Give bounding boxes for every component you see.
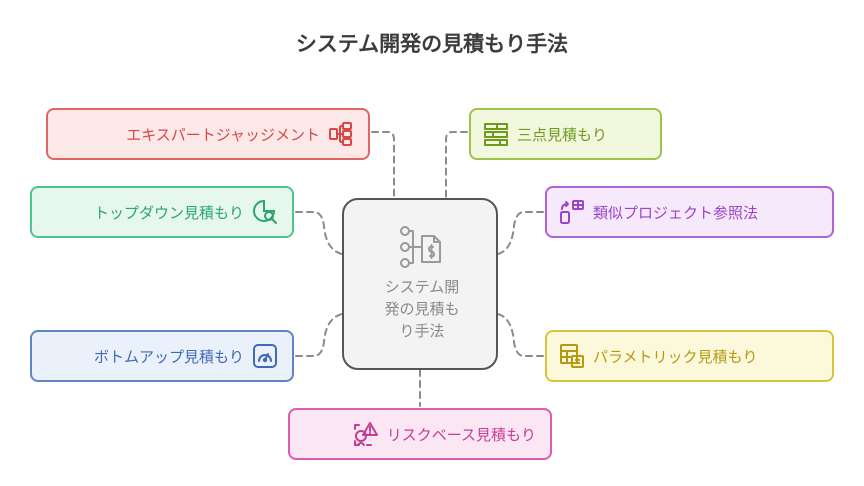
- method-risk-based[interactable]: リスクベース見積もり: [288, 408, 552, 460]
- method-top-down[interactable]: トップダウン見積もり: [30, 186, 294, 238]
- connector-three-point: [445, 131, 468, 199]
- compare-phone-icon: [560, 200, 584, 224]
- method-analogous[interactable]: 類似プロジェクト参照法: [545, 186, 834, 238]
- hierarchy-list-icon: [329, 122, 352, 146]
- connector-expert: [371, 131, 395, 199]
- method-label: ボトムアップ見積もり: [93, 347, 244, 366]
- connector-top-down: [295, 211, 343, 255]
- method-label: トップダウン見積もり: [93, 203, 244, 222]
- table-document-icon: [560, 344, 584, 368]
- method-parametric[interactable]: パラメトリック見積もり: [545, 330, 834, 382]
- center-node[interactable]: システム開 発の見積も り手法: [342, 198, 498, 370]
- method-label: リスクベース見積もり: [386, 425, 536, 444]
- center-label: システム開 発の見積も り手法: [384, 278, 460, 340]
- method-label: 類似プロジェクト参照法: [593, 203, 759, 222]
- method-label: 三点見積もり: [517, 125, 608, 144]
- gauge-icon: [253, 344, 277, 368]
- method-bottom-up[interactable]: ボトムアップ見積もり: [30, 330, 294, 382]
- method-expert-judgment[interactable]: エキスパートジャッジメント: [46, 108, 370, 160]
- method-label: エキスパートジャッジメント: [126, 125, 320, 144]
- estimate-flow-icon: [400, 226, 441, 268]
- risk-warning-icon: [353, 422, 378, 446]
- search-chart-icon: [253, 200, 277, 224]
- page-title: システム開発の見積もり手法: [295, 32, 569, 56]
- connector-bottom-up: [295, 313, 343, 357]
- connector-analogous: [497, 211, 544, 255]
- connector-parametric: [497, 313, 544, 357]
- method-three-point[interactable]: 三点見積もり: [469, 108, 662, 160]
- bar-list-icon: [484, 123, 508, 146]
- method-label: パラメトリック見積もり: [593, 347, 758, 366]
